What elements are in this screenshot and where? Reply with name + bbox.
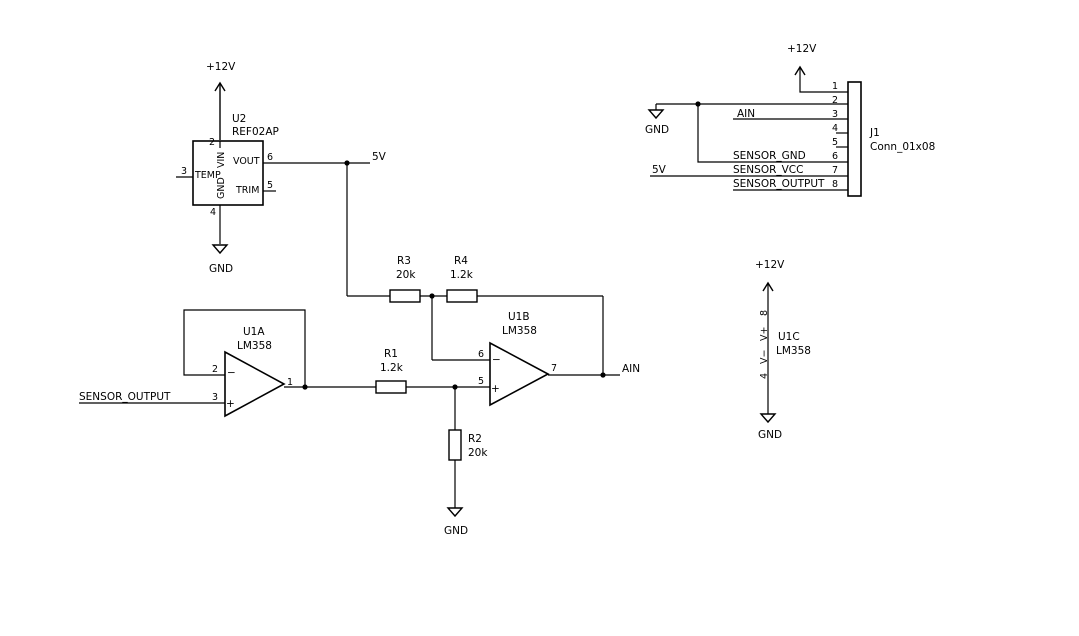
u2-pin-temp-num: 3 xyxy=(181,166,187,177)
u2-pin-trim-num: 5 xyxy=(267,180,273,191)
j1-gnd-net: GND xyxy=(645,101,848,163)
j1-label-sensor-output: SENSOR_OUTPUT xyxy=(733,178,825,190)
j1-pin-1: 1 xyxy=(832,81,838,92)
u2-power-symbol: +12V xyxy=(206,61,236,140)
j1-pin-7: 7 xyxy=(832,165,838,176)
u2-gnd-label: GND xyxy=(209,263,233,275)
u2-value: REF02AP xyxy=(232,126,279,138)
u1c-12v-label: +12V xyxy=(755,259,785,271)
u1a-pin-minus: 2 xyxy=(212,364,218,375)
u1c-ref: U1C xyxy=(778,331,800,343)
r3-ref: R3 xyxy=(397,255,411,267)
j1-12v-label: +12V xyxy=(787,43,817,55)
r2-resistor: R2 20k xyxy=(448,429,488,461)
u2-regulator: U2 REF02AP 2 VIN VOUT 6 TEMP 3 GND TRIM … xyxy=(176,113,287,244)
u1b-plus-sign: + xyxy=(491,383,500,395)
u1c-pin-vplus-num: 8 xyxy=(759,310,770,316)
j1-connector: 1 2 3 4 5 6 7 8 J1 Conn_01x08 AIN SENSOR… xyxy=(650,81,935,197)
u1a-minus-sign: − xyxy=(227,367,236,379)
u1c-value: LM358 xyxy=(776,345,811,357)
u2-12v-label: +12V xyxy=(206,61,236,73)
j1-label-5v: 5V xyxy=(652,164,667,176)
u2-pin-vout-num: 6 xyxy=(267,152,273,163)
j1-pin-6: 6 xyxy=(832,151,838,162)
r3-resistor: R3 20k xyxy=(389,255,421,303)
r2-gnd-label: GND xyxy=(444,525,468,537)
j1-pin-2: 2 xyxy=(832,95,838,106)
r4-value: 1.2k xyxy=(450,269,474,281)
j1-power-symbol: +12V xyxy=(787,43,848,93)
u1b-pin-minus: 6 xyxy=(478,349,484,360)
u2-pin-vout-name: VOUT xyxy=(233,156,260,167)
j1-gnd-label: GND xyxy=(645,124,669,136)
u1b-ref: U1B xyxy=(508,311,530,323)
u2-pin-temp-name: TEMP xyxy=(194,170,221,181)
r4-ref: R4 xyxy=(454,255,468,267)
r1-resistor: R1 1.2k xyxy=(375,348,407,394)
u2-ref: U2 xyxy=(232,113,246,125)
u1c-pin-vplus-name: V+ xyxy=(759,327,770,341)
u1b-pin-plus: 5 xyxy=(478,376,484,387)
r2-gnd-symbol: GND xyxy=(444,507,468,537)
u2-pin-gnd-name: GND xyxy=(216,177,227,199)
r3-value: 20k xyxy=(396,269,416,281)
u1c-pin-vminus-name: V− xyxy=(759,350,770,364)
u1a-opamp: U1A LM358 − + 2 3 1 xyxy=(212,326,293,418)
u1b-minus-sign: − xyxy=(492,354,501,366)
j1-pin-5: 5 xyxy=(832,137,838,148)
j1-value: Conn_01x08 xyxy=(870,141,935,153)
u2-gnd-symbol: GND xyxy=(209,244,233,275)
j1-label-sensor-gnd: SENSOR_GND xyxy=(733,150,806,162)
u1a-pin-out: 1 xyxy=(287,377,293,388)
u2-pin-trim-name: TRIM xyxy=(235,185,259,196)
j1-label-ain: AIN xyxy=(737,108,755,120)
net-5v: 5V xyxy=(287,151,390,297)
u1a-plus-sign: + xyxy=(226,398,235,410)
u2-pin-vin-name: VIN xyxy=(216,152,227,168)
u1c-gnd-label: GND xyxy=(758,429,782,441)
j1-label-sensor-vcc: SENSOR_VCC xyxy=(733,164,803,176)
net-5v-label: 5V xyxy=(372,151,387,163)
net-sensor-output-label: SENSOR_OUTPUT xyxy=(79,391,171,403)
r2-value: 20k xyxy=(468,447,488,459)
u2-pin-vin-num: 2 xyxy=(209,137,215,148)
u1b-pin-out: 7 xyxy=(551,363,557,374)
r1-ref: R1 xyxy=(384,348,398,360)
r2-ref: R2 xyxy=(468,433,482,445)
u1c-pin-vminus-num: 4 xyxy=(759,373,770,379)
u1b-value: LM358 xyxy=(502,325,537,337)
net-ain-label: AIN xyxy=(622,363,640,375)
r1-value: 1.2k xyxy=(380,362,404,374)
u2-pin-gnd-num: 4 xyxy=(210,207,216,218)
j1-pin-8: 8 xyxy=(832,179,838,190)
j1-ref: J1 xyxy=(869,127,880,139)
u1a-pin-plus: 3 xyxy=(212,392,218,403)
u1c-power-unit: +12V 8 V+ U1C LM358 V− 4 GND xyxy=(755,259,811,441)
r4-resistor: R4 1.2k xyxy=(446,255,478,303)
j1-pin-3: 3 xyxy=(832,109,838,120)
u1a-value: LM358 xyxy=(237,340,272,352)
u1b-opamp: U1B LM358 − + 6 5 7 xyxy=(478,311,557,407)
u1a-ref: U1A xyxy=(243,326,265,338)
j1-pin-4: 4 xyxy=(832,123,838,134)
